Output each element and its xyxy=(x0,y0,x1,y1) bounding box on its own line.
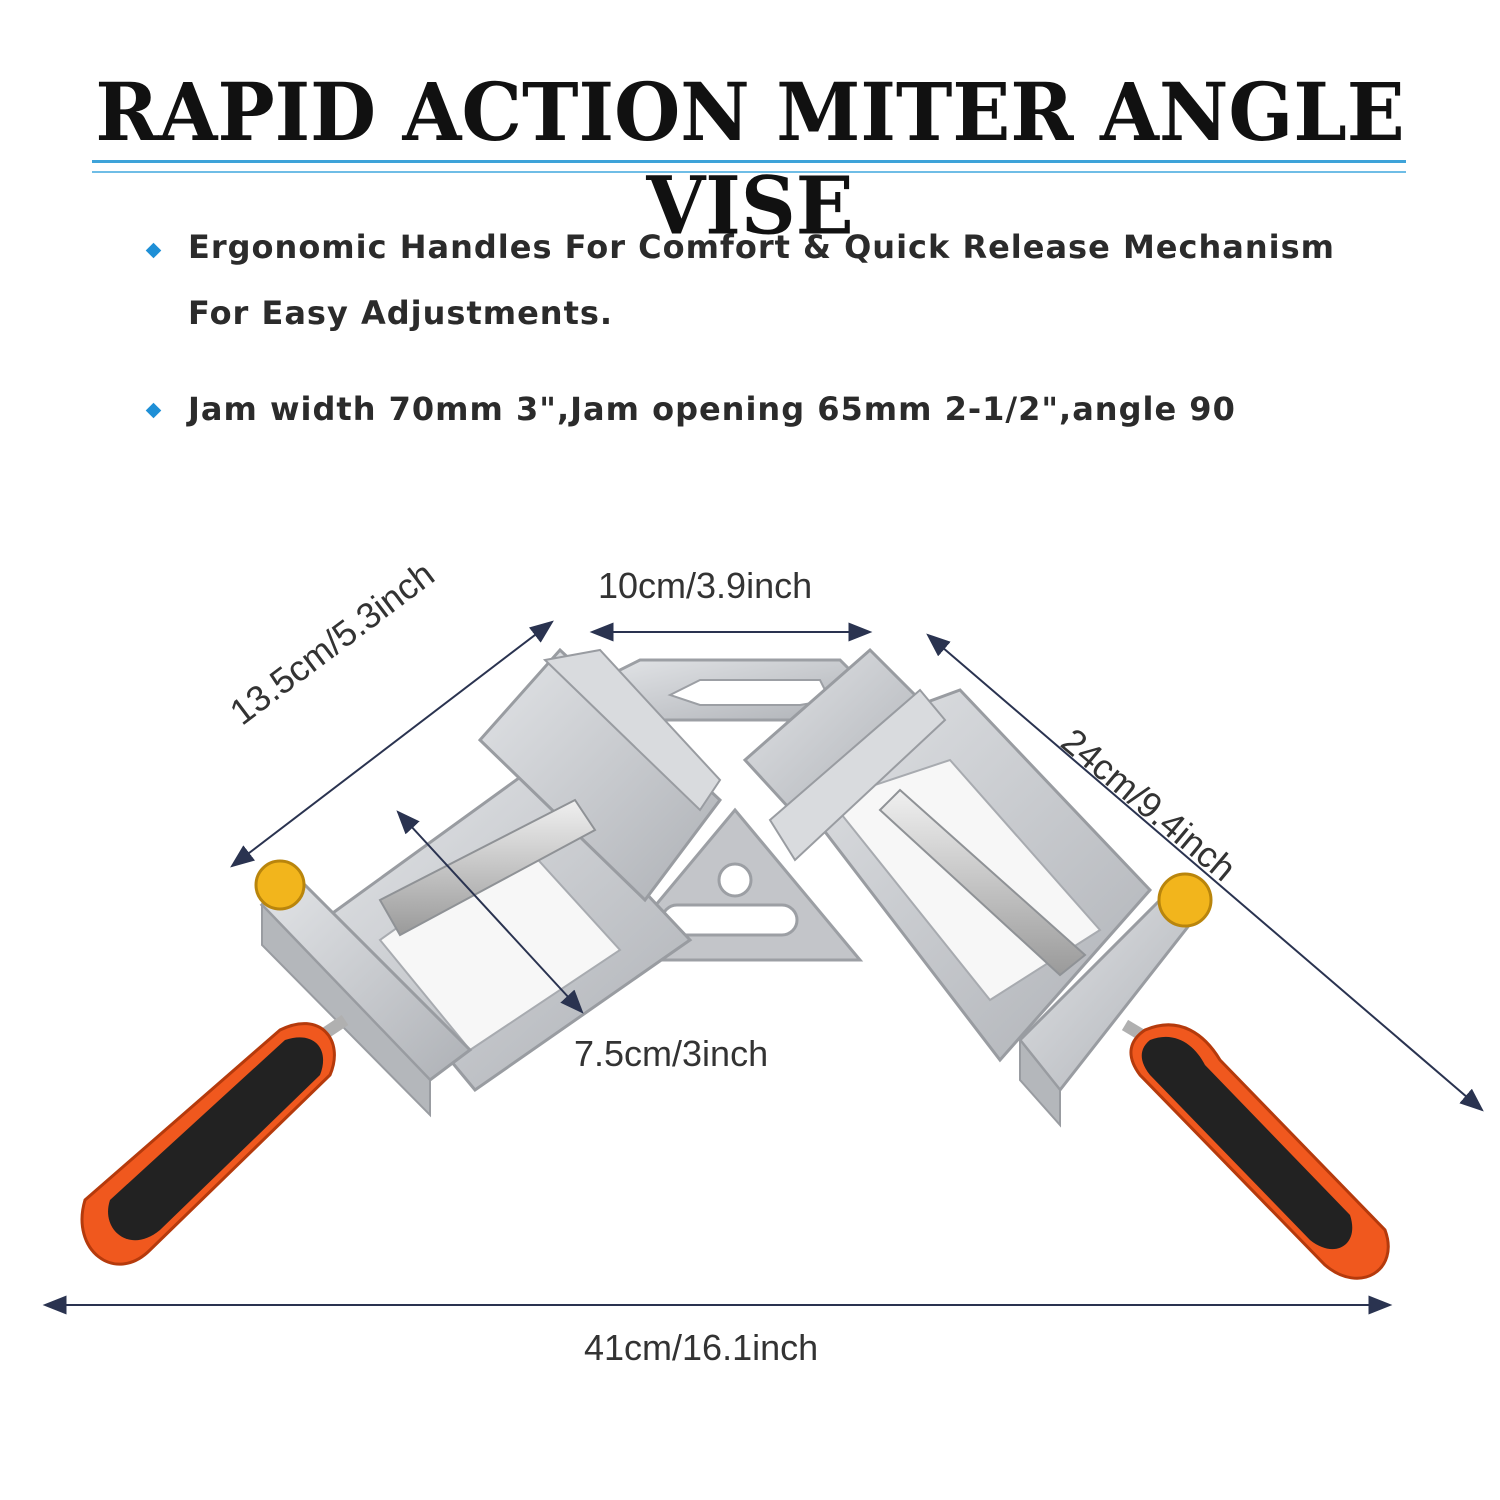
dimension-label-overall-length: 41cm/16.1inch xyxy=(584,1327,819,1368)
page-title: RAPID ACTION MITER ANGLE VISE xyxy=(95,65,1405,253)
left-handle xyxy=(80,1015,349,1266)
feature-text-line1: Jam width 70mm 3",Jam opening 65mm 2-1/2… xyxy=(188,390,1236,428)
dimension-label-top-width: 10cm/3.9inch xyxy=(598,565,813,606)
dimension-line-left-length xyxy=(230,620,554,868)
dimension-line-right-length xyxy=(926,633,1484,1112)
feature-text-line2: For Easy Adjustments. xyxy=(188,294,614,332)
title-underline xyxy=(92,160,1406,163)
feature-text-line1: Ergonomic Handles For Comfort & Quick Re… xyxy=(188,228,1335,266)
title-underline-secondary xyxy=(92,171,1406,173)
dimension-line-jaw-opening xyxy=(396,810,584,1014)
dimension-label-jaw-opening: 7.5cm/3inch xyxy=(574,1033,769,1074)
right-handle xyxy=(1121,1019,1390,1280)
